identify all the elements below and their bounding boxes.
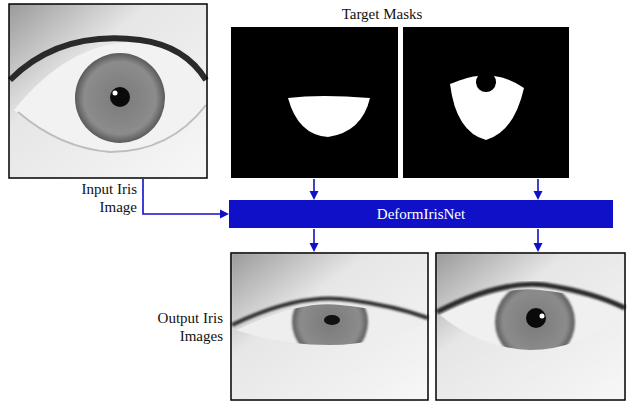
section-title: Target Masks: [302, 5, 462, 23]
network-band: DeformIrisNet: [229, 200, 613, 228]
output-label: Output Iris Images: [131, 309, 223, 345]
input-label: Input Iris Image: [55, 180, 137, 216]
network-name: DeformIrisNet: [377, 206, 465, 223]
